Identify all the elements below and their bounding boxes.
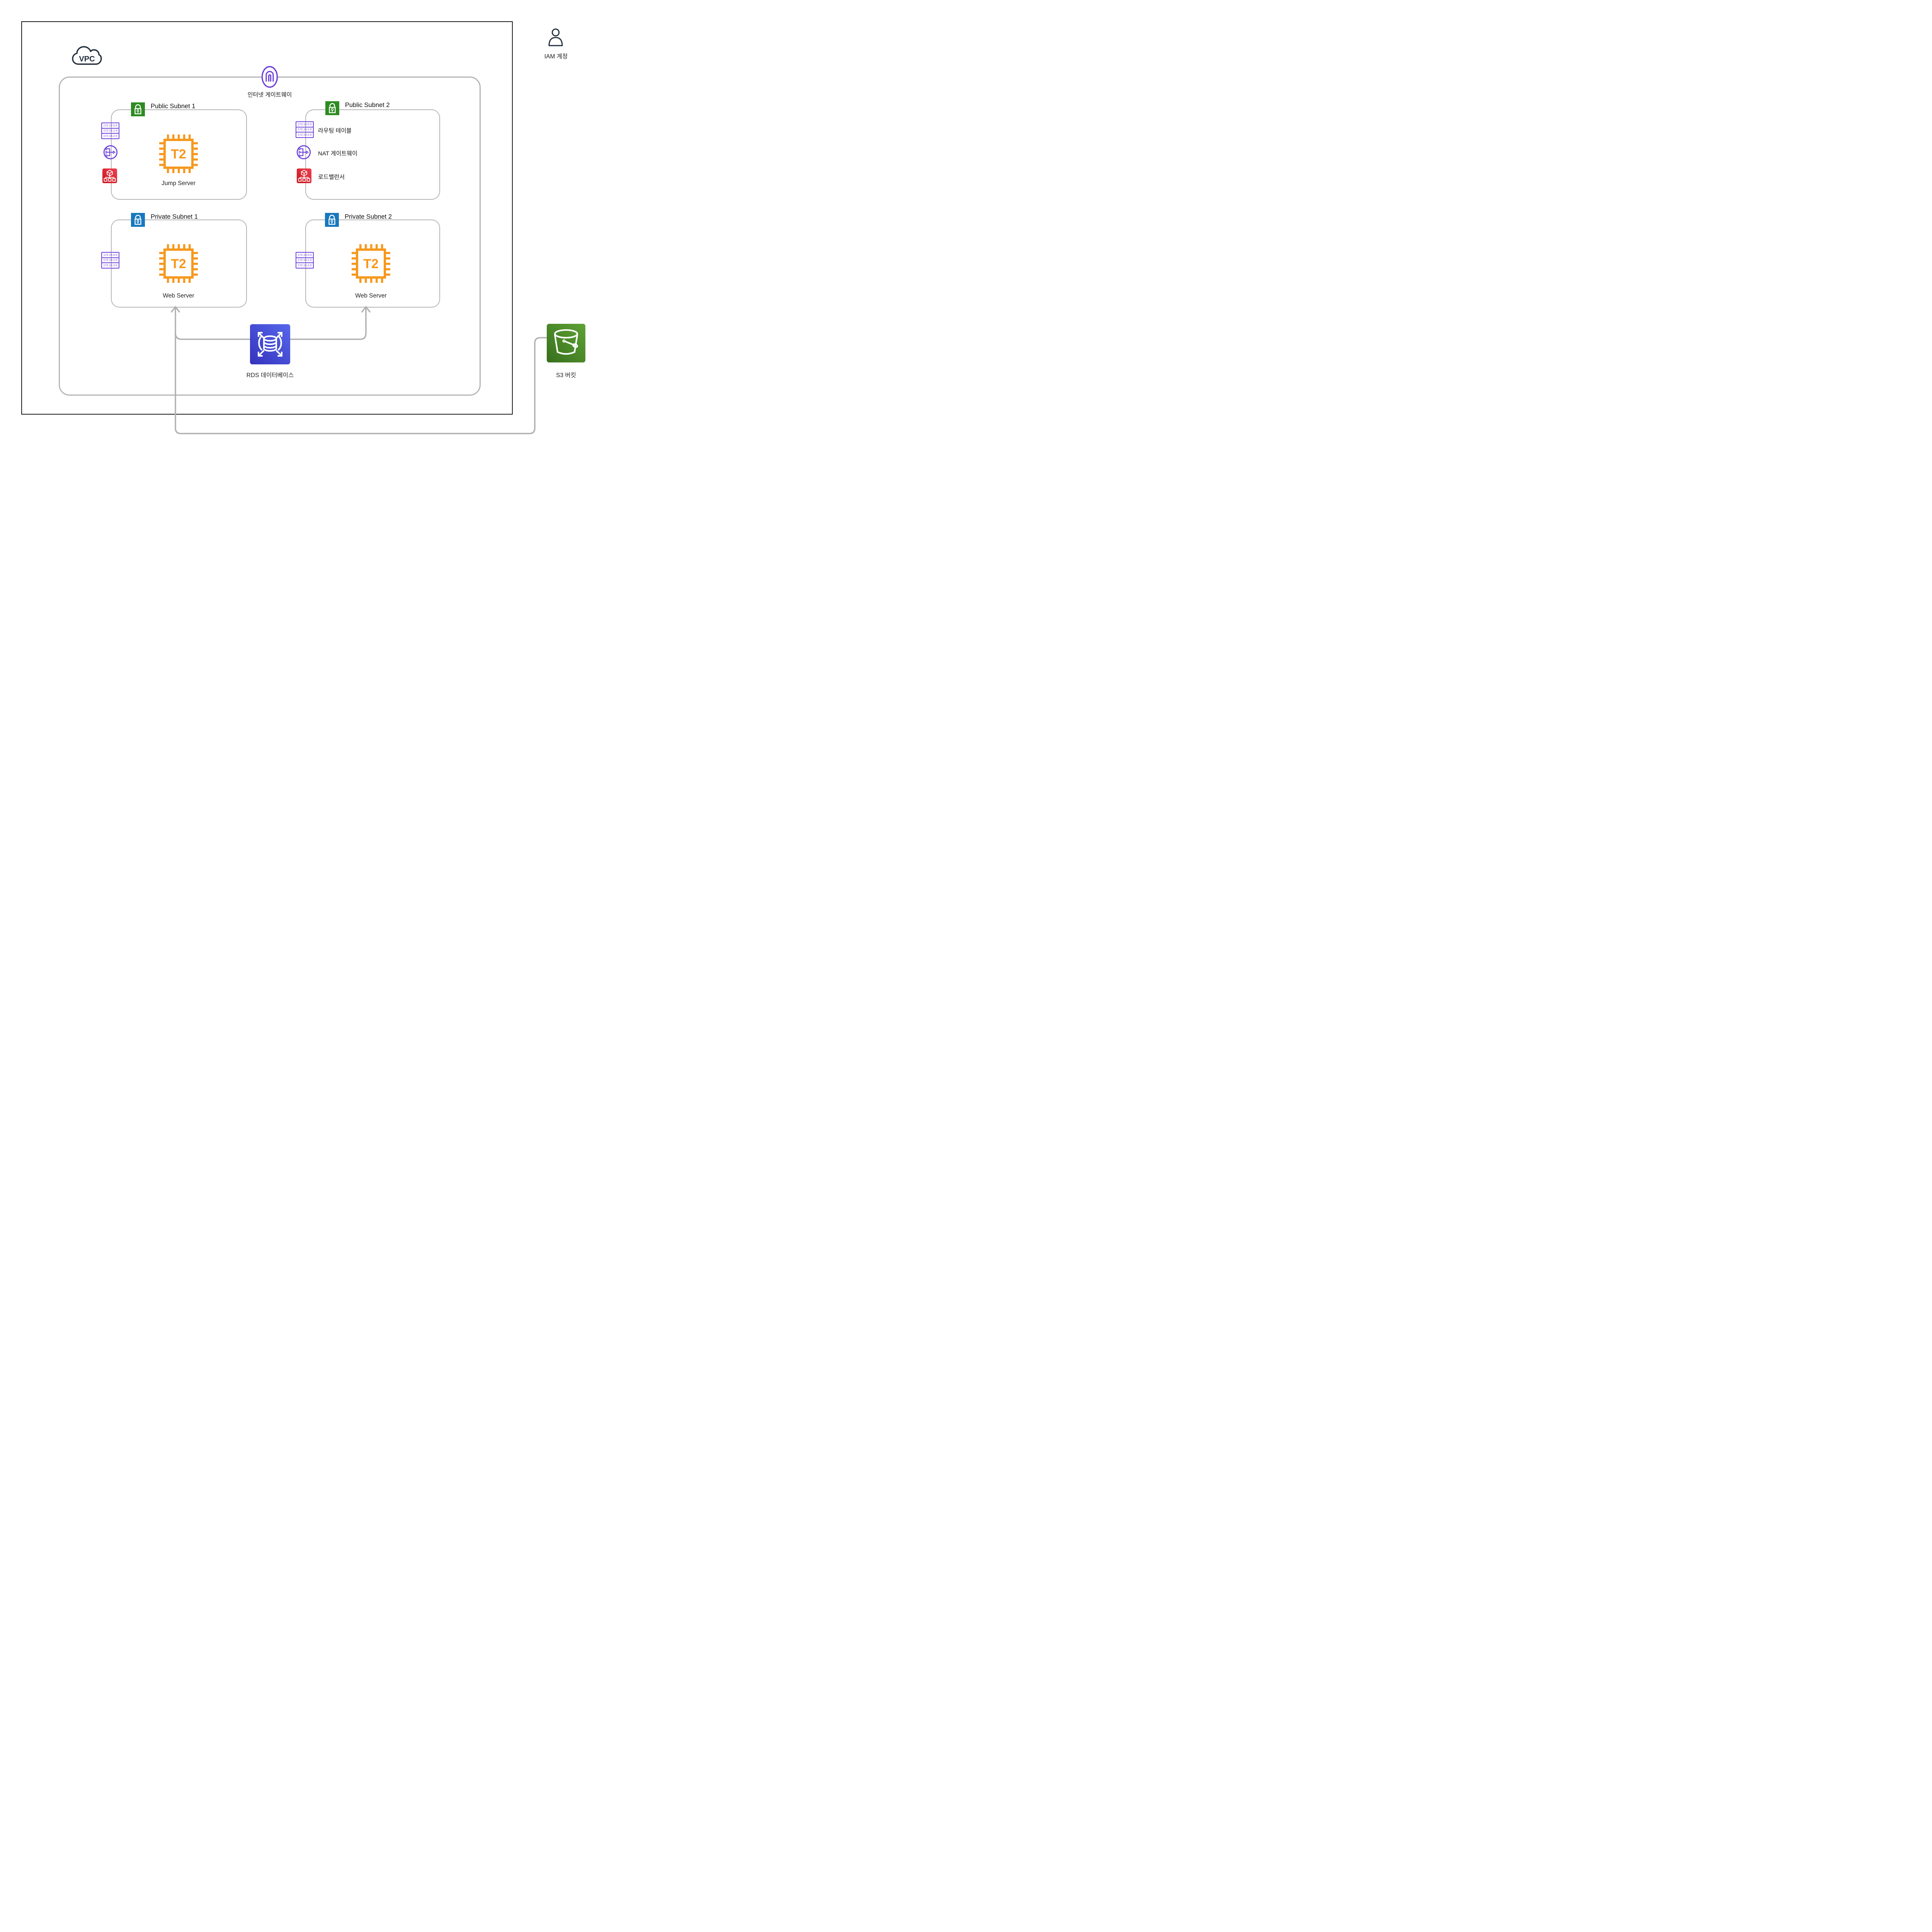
iam-user-icon	[548, 28, 563, 46]
private-subnet-1-box	[111, 219, 247, 308]
rds-database-label: RDS 데이터베이스	[246, 372, 294, 379]
nat-gateway-icon	[296, 145, 311, 160]
cidr-box: 172.16.2.0	[296, 262, 314, 269]
load-balancer-label: 로드밸런서	[318, 174, 345, 180]
cidr-box: 172.16.2.0	[296, 132, 314, 138]
public-subnet-1-lock-icon	[131, 102, 145, 116]
load-balancer-icon	[102, 168, 117, 183]
vpc-boundary-box	[21, 21, 513, 415]
internet-gateway-label: 인터넷 게이트웨이	[247, 92, 292, 98]
internet-gateway-icon	[261, 66, 278, 88]
s3-bucket-icon	[547, 324, 585, 362]
connector-rds-webserver2	[290, 308, 367, 340]
public-subnet-2-box	[305, 109, 440, 200]
connector-rds-webserver1	[175, 333, 250, 340]
svg-text:T2: T2	[171, 257, 186, 271]
cidr-box: 172.16.2.0	[101, 133, 119, 139]
cidr-box: 172.16.2.0	[101, 262, 119, 269]
iam-account-label: IAM 계정	[544, 53, 568, 60]
private-subnet-2-lock-icon	[325, 213, 339, 227]
aws-architecture-diagram: { "vpc": { "label": "VPC" }, "internet_g…	[0, 0, 596, 454]
svg-text:VPC: VPC	[79, 55, 95, 63]
jump-server-label: Jump Server	[162, 180, 196, 187]
svg-text:T2: T2	[171, 147, 186, 162]
svg-text:T2: T2	[363, 257, 379, 271]
t2-instance-icon-web-server-1: T2	[159, 244, 198, 283]
public-subnet-1-title: Public Subnet 1	[151, 103, 196, 110]
public-subnet-1-box	[111, 109, 247, 200]
public-subnet-2-title: Public Subnet 2	[345, 102, 390, 109]
web-server-2-label: Web Server	[355, 293, 387, 299]
connector-s3-webserver1	[175, 308, 547, 434]
arrow-up-private2	[361, 306, 371, 313]
t2-instance-icon-web-server-2: T2	[352, 244, 390, 283]
nat-gateway-label: NAT 게이트웨이	[318, 150, 357, 157]
load-balancer-icon	[297, 168, 311, 183]
t2-instance-icon-jump-server: T2	[159, 134, 198, 173]
private-subnet-2-box	[305, 219, 440, 308]
connector-lines	[171, 306, 547, 434]
s3-bucket-label: S3 버킷	[556, 372, 576, 379]
vpc-cloud-icon: VPC	[72, 46, 102, 65]
private-subnet-1-title: Private Subnet 1	[151, 213, 198, 220]
routing-table-label: 라우팅 테이블	[318, 128, 352, 134]
public-subnet-2-lock-icon	[325, 101, 339, 115]
private-subnet-1-lock-icon	[131, 213, 145, 227]
private-subnet-2-title: Private Subnet 2	[345, 213, 392, 220]
arrow-up-private1	[171, 306, 180, 313]
nat-gateway-icon	[103, 145, 118, 160]
web-server-1-label: Web Server	[163, 293, 194, 299]
rds-database-icon	[250, 324, 290, 364]
